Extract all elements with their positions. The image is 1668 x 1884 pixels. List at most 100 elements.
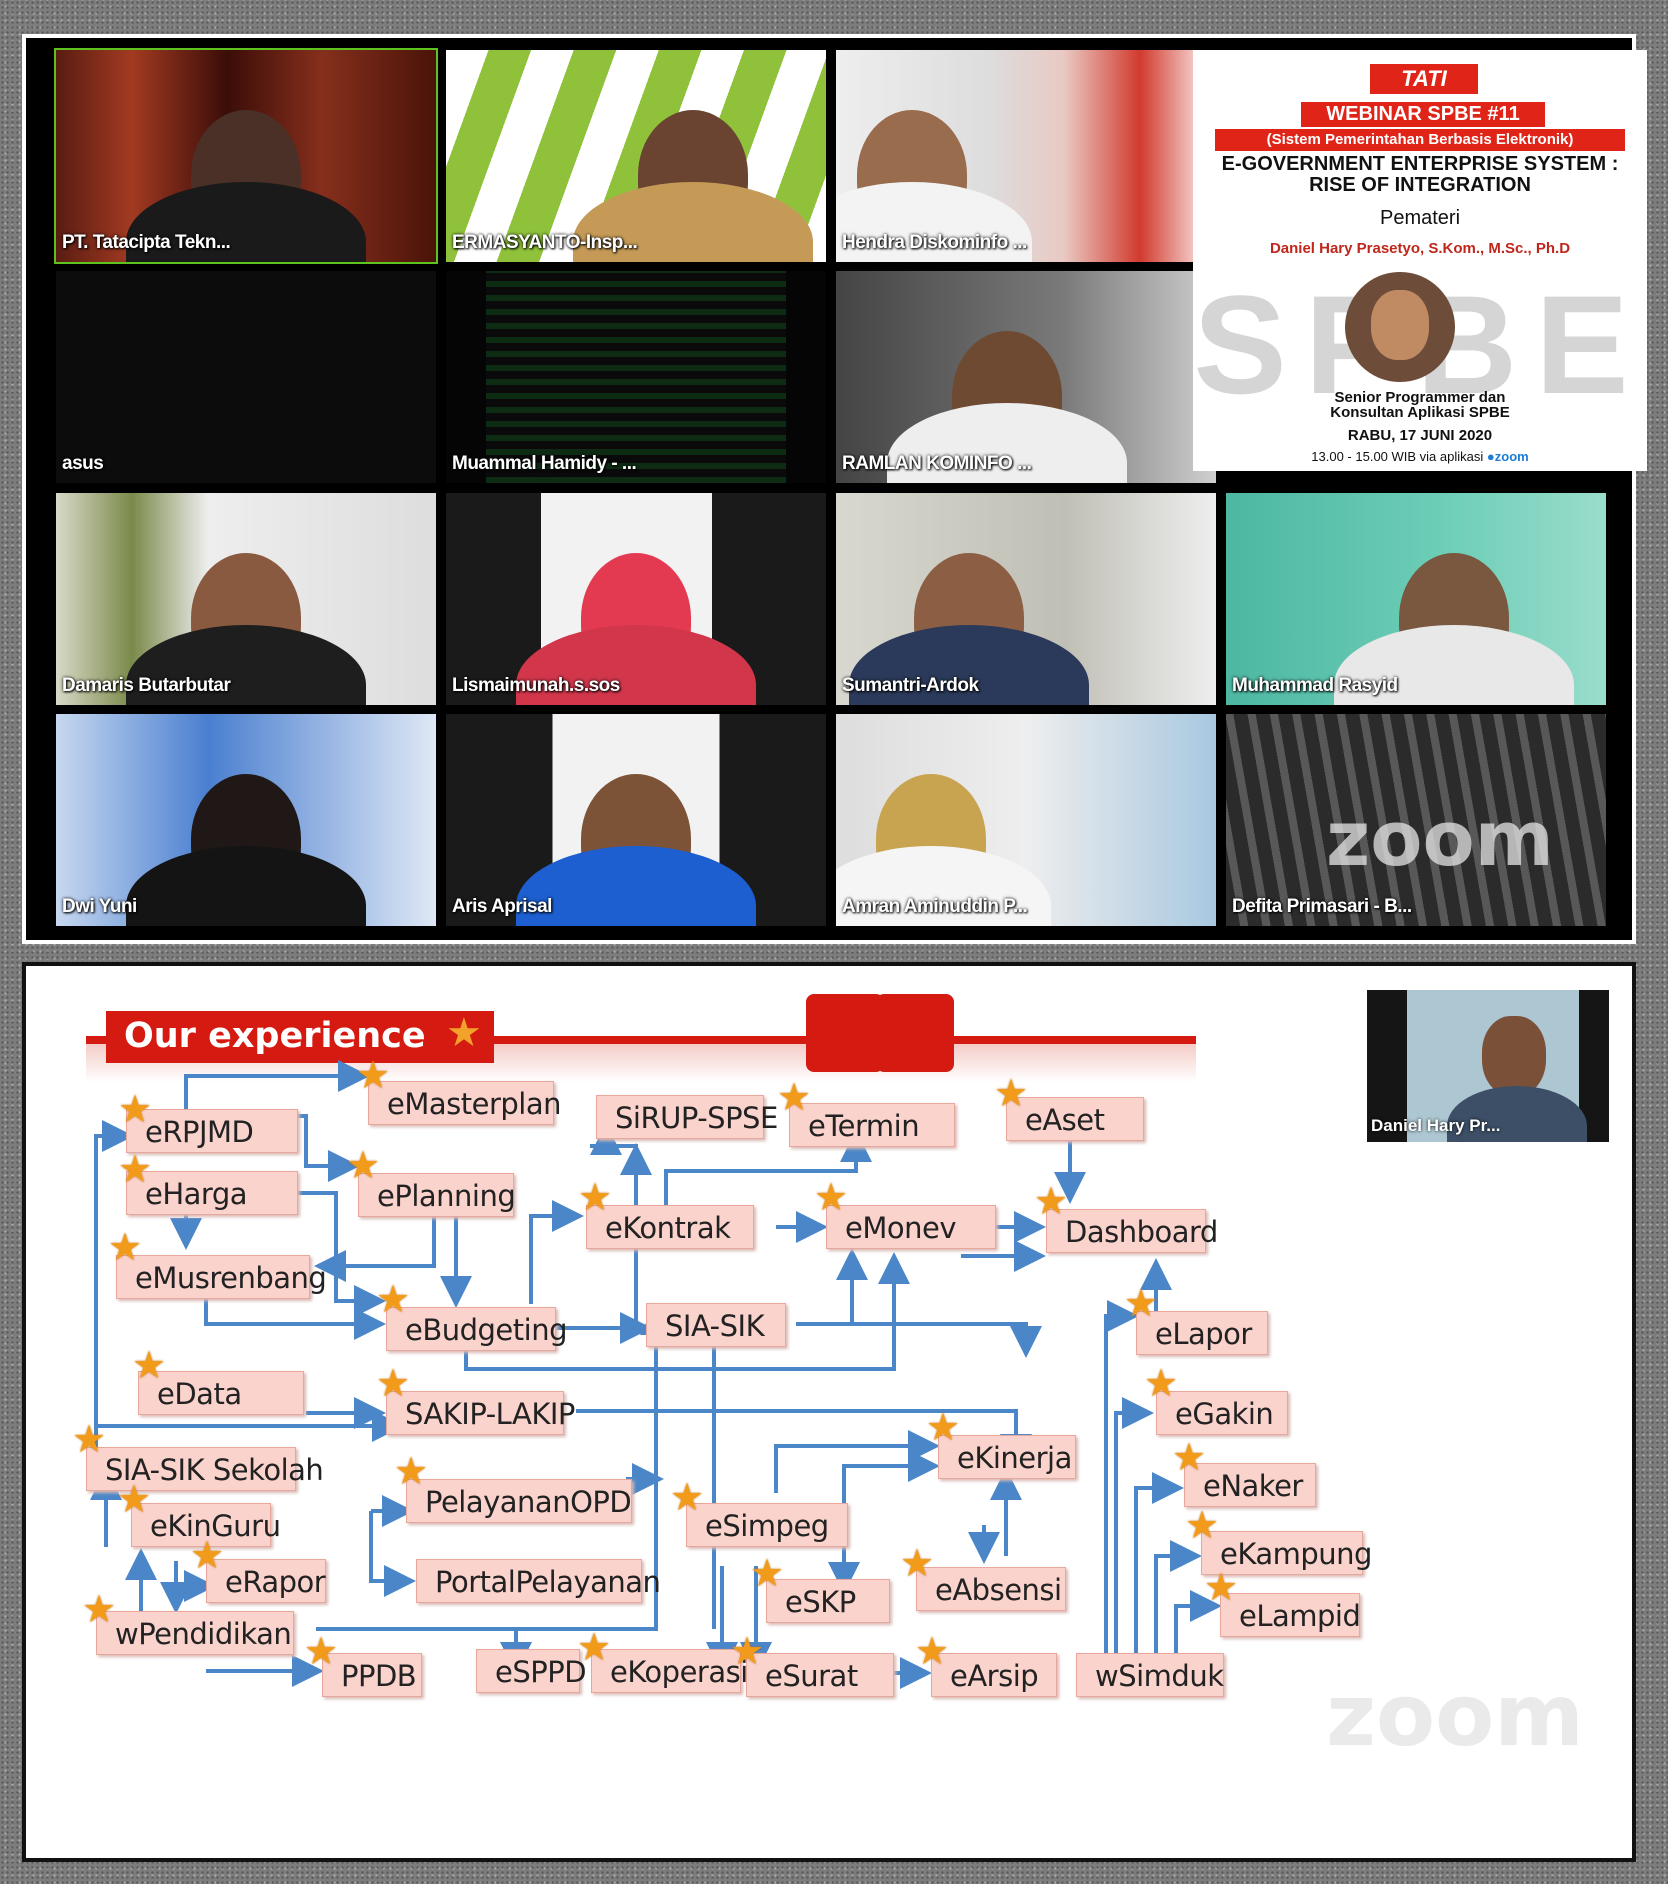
video-tile[interactable]: RAMLAN KOMINFO ... [836,271,1216,483]
star-icon: ★ [577,1627,612,1669]
system-node: ePlanning [358,1173,516,1217]
slide-title: Our experience [124,1016,426,1056]
participant-name: Hendra Diskominfo ... [842,232,1027,253]
participant-name: asus [62,453,104,474]
webinar-title-line: E-GOVERNMENT ENTERPRISE SYSTEM : [1221,153,1619,175]
video-tile[interactable]: PT. Tatacipta Tekn... [54,48,438,264]
screen-share-tile[interactable]: SPBE TATI WEBINAR SPBE #11 (Sistem Pemer… [1193,50,1647,471]
flow-arrow [774,1430,940,1493]
star-icon: ★ [304,1631,339,1673]
star-icon: ★ [1172,1437,1207,1479]
flow-arrow [1154,1540,1202,1656]
participant-name: Damaris Butarbutar [62,675,231,696]
system-node: eRapor [206,1559,326,1603]
puzzle-icon [806,994,884,1072]
system-node: SAKIP-LAKIP [386,1391,575,1435]
star-icon: ★ [394,1451,429,1493]
speaker-role: Senior Programmer dan Konsultan Aplikasi… [1193,390,1647,420]
participant-name: Dwi Yuni [62,896,137,917]
system-node: SIA-SIK Sekolah [86,1447,324,1491]
zoom-app-icon: ● [1486,449,1495,464]
flow-arrow [316,1303,672,1631]
star-icon: ★ [578,1177,613,1219]
system-node: wSimduk [1076,1653,1224,1697]
star-icon: ★ [82,1589,117,1631]
system-node: eBudgeting [386,1307,568,1351]
flow-arrows [90,1060,1222,1689]
system-node: PelayananOPD [406,1479,632,1523]
flow-arrow [1114,1397,1154,1656]
video-tile[interactable]: Amran Aminuddin P... [836,714,1216,926]
flow-arrow [842,1450,940,1525]
flow-arrow [464,1252,910,1371]
video-tile[interactable]: Hendra Diskominfo ... [836,50,1216,262]
star-icon: ★ [190,1535,225,1577]
video-tile[interactable]: Lismaimunah.s.sos [446,493,826,705]
presenter-name: Daniel Hary Pr... [1371,1116,1501,1135]
header-line [86,1036,1196,1044]
video-tile[interactable]: asus [56,271,436,483]
system-node: eKoperasi [591,1649,748,1693]
video-tile[interactable]: ERMASYANTO-Insp... [446,50,826,262]
system-node: Dashboard [1046,1209,1218,1253]
star-icon: ★ [814,1177,849,1219]
participant-name: PT. Tatacipta Tekn... [62,232,231,253]
system-node: eSurat [746,1653,894,1697]
zoom-watermark: zoom [1326,1666,1584,1766]
flow-arrow [276,1191,386,1317]
puzzle-icon [876,994,954,1072]
role-line: Senior Programmer dan [1334,389,1506,406]
participant-name: Muammal Hamidy - ... [452,453,637,474]
webinar-title: E-GOVERNMENT ENTERPRISE SYSTEM : RISE OF… [1193,154,1647,196]
video-tile[interactable]: Sumantri-Ardok [836,493,1216,705]
system-node: wPendidikan [96,1611,294,1655]
participant-name: Aris Aprisal [452,896,552,917]
star-icon: ★ [900,1543,935,1585]
participant-name: RAMLAN KOMINFO ... [842,453,1032,474]
participant-name: Defita Primasari - B... [1232,896,1412,917]
participant-name: Muhammad Rasyid [1232,675,1398,696]
speaker-photo [1345,272,1455,382]
system-node: eMasterplan [368,1081,562,1125]
star-icon: ★ [356,1055,391,1097]
participant-name: Sumantri-Ardok [842,675,979,696]
system-node: eSPPD [476,1649,587,1693]
system-node: eRPJMD [126,1109,298,1153]
webinar-date: RABU, 17 JUNI 2020 [1347,427,1493,444]
video-tile[interactable]: Dwi Yuni [56,714,436,926]
star-icon: ★ [926,1407,961,1449]
star-icon: ★ [346,1145,381,1187]
system-node: eSKP [766,1579,890,1623]
system-node: eKinerja [938,1435,1076,1479]
video-tile[interactable]: Aris Aprisal [446,714,826,926]
presenter-video[interactable]: Daniel Hary Pr... [1367,990,1609,1142]
flow-arrow [314,1216,436,1282]
webinar-title-line: RISE OF INTEGRATION [1309,174,1531,196]
flow-arrow [184,1060,370,1109]
system-node: PortalPelayanan [416,1559,661,1603]
video-tile[interactable]: Muammal Hamidy - ... [446,271,826,483]
flow-arrow [1174,1590,1222,1656]
zoom-app-label: zoom [1494,449,1529,464]
flow-arrow [796,1322,1042,1358]
star-icon: ★ [750,1553,785,1595]
system-node: eLapor [1136,1311,1268,1355]
star-icon: ★ [132,1345,167,1387]
video-tile[interactable]: zoom Defita Primasari - B... [1226,714,1606,926]
system-node: eGakin [1156,1391,1288,1435]
title-box [106,1011,494,1063]
zoom-gallery: PT. Tatacipta Tekn... ERMASYANTO-Insp...… [22,34,1647,944]
star-icon: ★ [730,1631,765,1673]
video-tile[interactable]: Damaris Butarbutar [56,493,436,705]
video-tile[interactable]: Muhammad Rasyid [1226,493,1606,705]
system-node: PPDB [322,1653,422,1697]
flow-arrow [816,1248,868,1326]
star-icon: ★ [915,1631,950,1673]
participant-name: ERMASYANTO-Insp... [452,232,638,253]
star-icon: ★ [670,1477,705,1519]
presentation-slide: Our experience ★ eRPJMD★eMasterplan★SiRU… [22,962,1636,1862]
pemateri-label: Pemateri [1379,207,1461,229]
system-node: eTermin [789,1103,955,1147]
participant-name: Amran Aminuddin P... [842,896,1028,917]
star-icon: ★ [376,1279,411,1321]
